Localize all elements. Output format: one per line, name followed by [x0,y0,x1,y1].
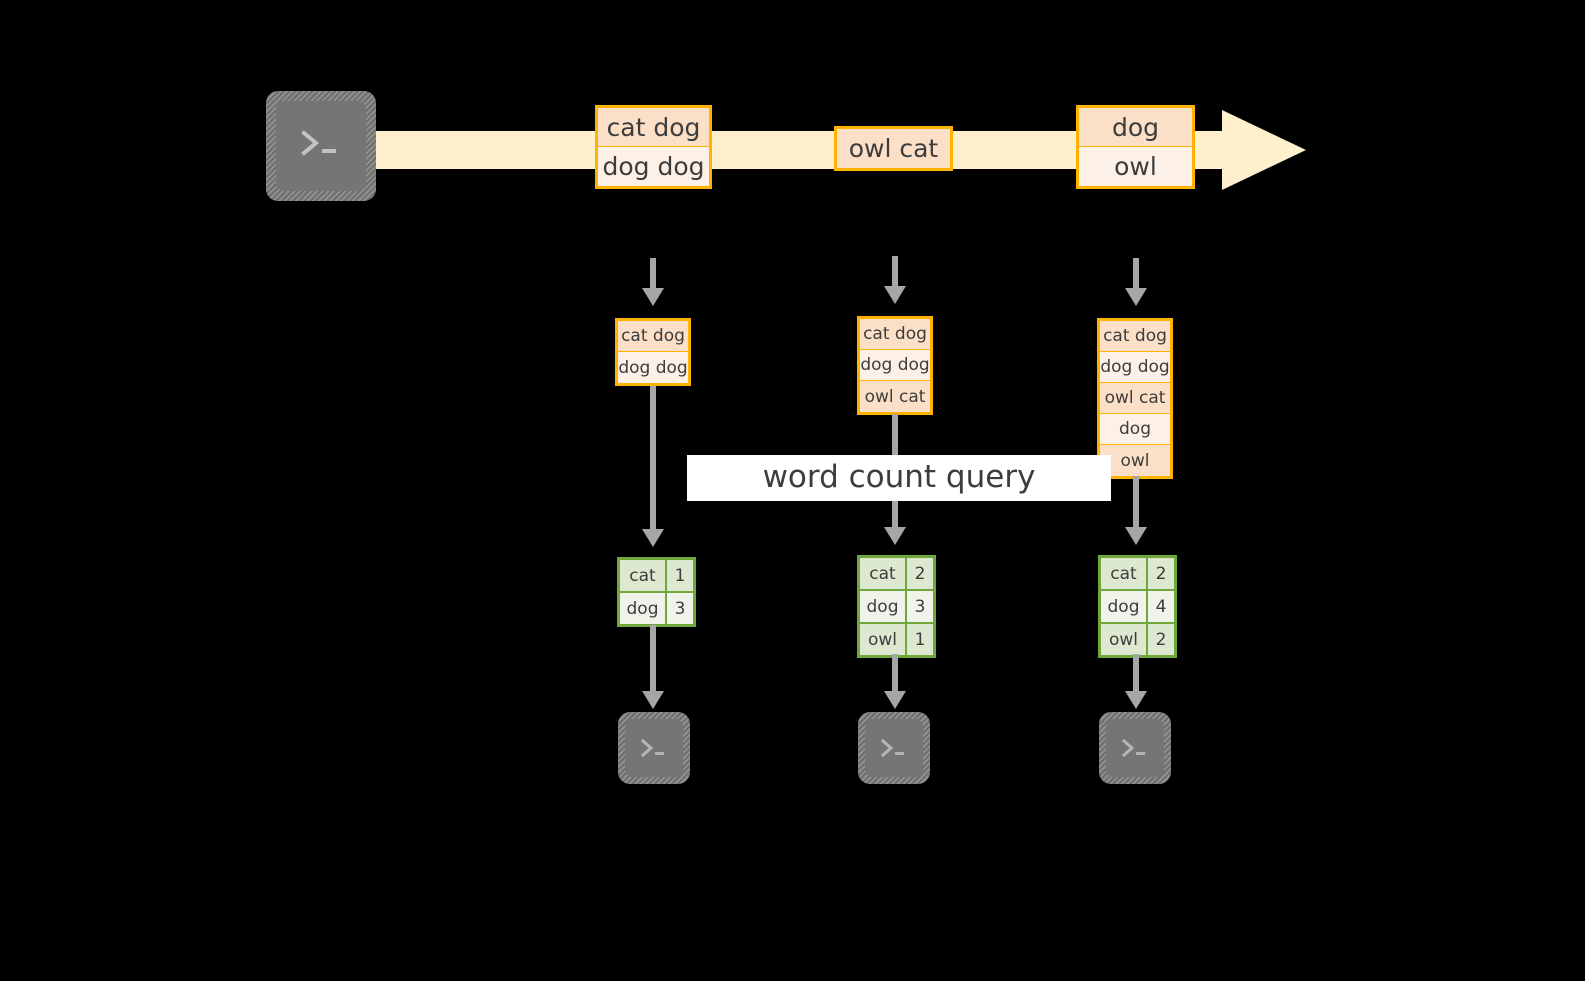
connector-arrowhead-icon [642,691,664,709]
connector-line [650,625,656,693]
input-record: dog dog [860,350,930,381]
result-row: owl 2 [1101,624,1174,655]
result-row: cat 1 [620,560,693,593]
timeline-event-box: cat dog dog dog [595,105,712,189]
timeline-record: dog [1079,108,1192,147]
result-word: cat [860,558,907,589]
sink-terminal-screen [865,719,923,777]
connector-line [892,256,898,288]
connector-arrowhead-icon [642,529,664,547]
input-record: dog dog [1100,352,1170,383]
column-2-input-stack: cat dog dog dog owl cat [857,316,933,415]
input-record: owl [1100,445,1170,476]
column-1-sink-terminal-icon [618,712,690,784]
result-word: dog [620,593,667,624]
input-record: dog [1100,414,1170,445]
terminal-prompt-icon [1120,737,1150,759]
timeline-arrowhead-icon [1222,110,1306,190]
column-1-result-table: cat 1 dog 3 [617,557,696,627]
result-row: dog 3 [860,591,933,624]
connector-line [650,386,656,531]
result-row: owl 1 [860,624,933,655]
connector-arrowhead-icon [884,527,906,545]
input-record: owl cat [1100,383,1170,414]
timeline-record: cat dog [598,108,709,147]
connector-arrowhead-icon [1125,691,1147,709]
connector-arrowhead-icon [884,691,906,709]
terminal-prompt-icon [298,127,344,161]
column-3-input-stack: cat dog dog dog owl cat dog owl [1097,318,1173,479]
input-record: cat dog [860,319,930,350]
connector-line [1133,476,1139,529]
terminal-prompt-icon [639,737,669,759]
result-word: cat [1101,558,1148,589]
column-1-input-stack: cat dog dog dog [615,318,691,386]
connector-arrowhead-icon [1125,288,1147,306]
sink-terminal-screen [625,719,683,777]
result-word: owl [860,624,907,655]
result-count: 1 [907,624,933,655]
connector-arrowhead-icon [642,288,664,306]
connector-arrowhead-icon [884,286,906,304]
column-2-result-table: cat 2 dog 3 owl 1 [857,555,936,658]
sink-terminal-screen [1106,719,1164,777]
word-count-query-label: word count query [762,459,1036,495]
input-record: owl cat [860,381,930,412]
result-count: 2 [1148,558,1174,589]
result-word: dog [860,591,907,622]
input-record: cat dog [618,321,688,352]
column-3-sink-terminal-icon [1099,712,1171,784]
timeline-record: owl cat [837,129,950,168]
connector-line [1133,258,1139,290]
connector-line [650,258,656,290]
result-row: dog 3 [620,593,693,624]
result-count: 1 [667,560,693,591]
timeline-record: dog dog [598,147,709,186]
result-count: 4 [1148,591,1174,622]
result-row: cat 2 [860,558,933,591]
result-word: dog [1101,591,1148,622]
result-count: 2 [907,558,933,589]
result-count: 3 [667,593,693,624]
result-row: cat 2 [1101,558,1174,591]
connector-line [892,654,898,693]
input-record: dog dog [618,352,688,383]
result-count: 3 [907,591,933,622]
result-row: dog 4 [1101,591,1174,624]
timeline-record: owl [1079,147,1192,186]
timeline-event-box: dog owl [1076,105,1195,189]
result-word: owl [1101,624,1148,655]
input-record: cat dog [1100,321,1170,352]
word-count-query-band: word count query [687,455,1111,501]
result-word: cat [620,560,667,591]
timeline-event-box: owl cat [834,126,953,171]
column-2-sink-terminal-icon [858,712,930,784]
connector-line [1133,654,1139,693]
result-count: 2 [1148,624,1174,655]
column-3-result-table: cat 2 dog 4 owl 2 [1098,555,1177,658]
terminal-prompt-icon [879,737,909,759]
source-terminal-icon [266,91,376,201]
connector-arrowhead-icon [1125,527,1147,545]
source-terminal-screen [276,101,366,191]
